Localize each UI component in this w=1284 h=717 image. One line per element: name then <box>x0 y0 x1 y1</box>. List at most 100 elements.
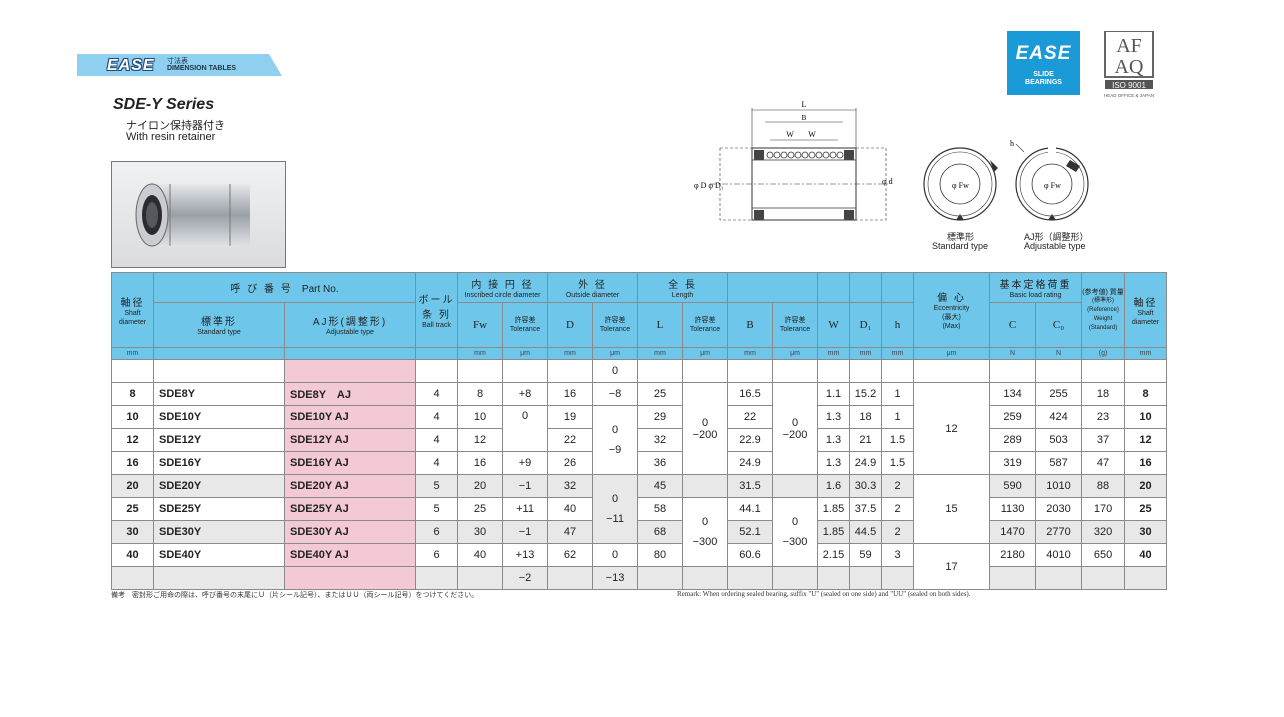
cell-D1: 44.5 <box>849 520 883 544</box>
cell-ball: 4 <box>415 382 459 406</box>
cell-aj: SDE12Y AJ <box>283 428 417 452</box>
cell-h: 1 <box>881 405 915 429</box>
cell-fw-tol: +13 <box>502 543 549 567</box>
cell-h: 2 <box>881 474 915 498</box>
cell-b-tol-blank <box>772 474 819 498</box>
cell-wt: 37 <box>1081 428 1126 452</box>
col-ball-jp: ボール 条 列 <box>418 294 455 321</box>
cell-B: 60.6 <box>727 543 774 567</box>
cell-fw: 40 <box>457 543 504 567</box>
cell-od-tol-3: 0−11 <box>592 474 639 544</box>
col-weight-jp: (参考値) 質量 <box>1082 288 1124 296</box>
cell-D1: 15.2 <box>849 382 883 406</box>
len-tol-d: −300 <box>692 536 718 548</box>
cell-C0: 1010 <box>1035 474 1083 498</box>
od-tol-2a: 0 <box>611 424 619 436</box>
cell-fw-tol: −1 <box>502 474 549 498</box>
col-partno-en: Part No. <box>301 284 339 295</box>
col-b-tol: 許容差 Tolerance <box>772 302 819 348</box>
cell-C: 2180 <box>989 543 1037 567</box>
cell-L: 25 <box>637 382 684 406</box>
banner-brand: EASE <box>107 57 155 74</box>
unit-c: N <box>1009 350 1016 357</box>
afaq-small: HEAD OFFICE & JAPAN <box>1104 93 1154 98</box>
od-tol-top: 0 <box>592 359 639 383</box>
len-tol-c: 0 <box>701 516 709 528</box>
fw-label-aj: φ Fw <box>1044 181 1061 190</box>
col-ecc: 偏 心 Eccentricity (最大) (Max) <box>913 272 991 348</box>
cell-std: SDE10Y <box>153 405 285 429</box>
col-w-sym: W <box>817 302 851 348</box>
table-row-top: 0 <box>111 359 1168 383</box>
fw-label-std: φ Fw <box>952 181 969 190</box>
col-ball: ボール 条 列 Ball track <box>415 272 459 348</box>
cell-B: 44.1 <box>727 497 774 521</box>
cell-C: 289 <box>989 428 1037 452</box>
dim-W2: W <box>808 130 816 139</box>
col-od-jp: 外 径 <box>578 279 607 291</box>
cell-C0: 4010 <box>1035 543 1083 567</box>
col-partno: 呼 び 番 号 Part No. <box>152 272 417 303</box>
cell-d: 40 <box>111 543 154 567</box>
banner-title: DIMENSION TABLES <box>167 65 237 72</box>
cell-h: 1.5 <box>881 428 915 452</box>
cell-B: 22.9 <box>727 428 774 452</box>
cell-aj: SDE25Y AJ <box>283 497 417 521</box>
cell-B: 31.5 <box>727 474 774 498</box>
col-c-sym: C <box>989 302 1037 348</box>
cell-fw: 8 <box>457 382 504 406</box>
cell-C: 134 <box>989 382 1037 406</box>
cell-W: 1.3 <box>817 428 851 452</box>
cell-W: 1.85 <box>817 520 851 544</box>
cell-C: 319 <box>989 451 1037 475</box>
remark-en: Remark: When ordering sealed bearing, su… <box>677 590 971 598</box>
series-en: With resin retainer <box>126 131 216 143</box>
cell-h: 1.5 <box>881 451 915 475</box>
series-jp: ナイロン保持器付き <box>126 120 225 132</box>
cell-wt: 23 <box>1081 405 1126 429</box>
col-od: 外 径 Outside diameter <box>547 272 639 303</box>
cell-ecc-1: 12 <box>913 382 991 475</box>
col-shaft2-jp: 軸径 <box>1133 297 1158 309</box>
dim-W1: W <box>786 130 794 139</box>
cell-ecc-2: 15 <box>913 474 991 544</box>
col-shaft-jp: 軸径 <box>120 297 145 309</box>
col-len-tol-text: 許容差 Tolerance <box>689 317 721 333</box>
unit-od: mm <box>564 350 576 357</box>
b-tol-b: −200 <box>782 428 808 441</box>
cell-fw: 16 <box>457 451 504 475</box>
col-c0-sym: C₀ <box>1035 302 1083 348</box>
col-fw-sym-text: Fw <box>472 319 488 331</box>
cell-D: 22 <box>547 428 594 452</box>
unit-w: mm <box>827 350 840 357</box>
cell-h: 3 <box>881 543 915 567</box>
col-fw-jp: 内 接 円 径 <box>471 279 534 291</box>
col-h-sym: h <box>881 302 915 348</box>
cell-ball: 4 <box>415 451 459 475</box>
table-row: 40 SDE40Y SDE40Y AJ 6 40 +13 62 0 80 60.… <box>111 543 1168 590</box>
cell-od-tol: −8 <box>592 382 639 406</box>
col-b-sym-text: B <box>746 319 754 331</box>
col-shaft-en: Shaft diameter <box>118 309 147 326</box>
unit-len-tol: μm <box>700 350 710 357</box>
cell-L: 36 <box>637 451 684 475</box>
cell-d2: 16 <box>1124 451 1168 475</box>
cell-h: 2 <box>881 520 915 544</box>
dim-d: φ d <box>882 177 893 186</box>
caption-aj-en: Adjustable type <box>1024 241 1086 251</box>
cell-wt: 47 <box>1081 451 1126 475</box>
cell-fw-tol: +8 <box>502 382 549 406</box>
cell-aj: SDE16Y AJ <box>283 451 417 475</box>
dimension-table: 軸径 Shaft diameter 呼 び 番 号 Part No. ボール 条… <box>111 272 1168 590</box>
col-od-sym-text: D <box>566 319 574 331</box>
cell-L: 29 <box>637 405 684 429</box>
cell-wt: 320 <box>1081 520 1126 544</box>
cell-len-tol-a: 0−200 <box>682 382 729 475</box>
remark-jp: 備考 密封形ご用命の際は、呼び番号の末尾にＵ（片シール記号）、またはＵＵ（両シー… <box>111 592 479 599</box>
col-len-sym: L <box>637 302 684 348</box>
len-tol-b: −200 <box>692 428 718 441</box>
col-len-sym-text: L <box>656 319 664 331</box>
cell-fw-tol-bottom: −2 <box>502 566 549 590</box>
col-aj: AJ形(調整形) Adjustable type <box>283 302 417 348</box>
cell-d: 10 <box>111 405 154 429</box>
